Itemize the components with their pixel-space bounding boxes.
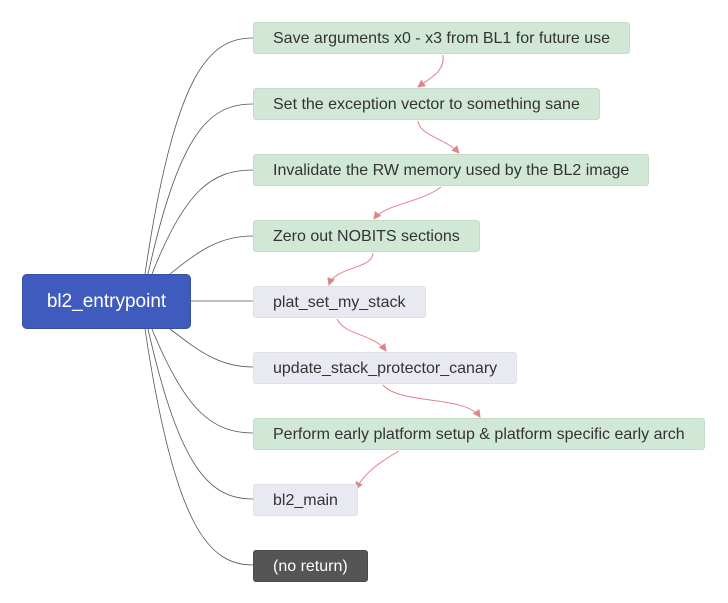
step-bl2-main[interactable]: bl2_main (253, 484, 358, 516)
step-invalidate-rw-memory[interactable]: Invalidate the RW memory used by the BL2… (253, 154, 650, 186)
sequence-arrow-2 (417, 120, 460, 154)
step-plat-set-my-stack[interactable]: plat_set_my_stack (253, 286, 426, 318)
step-set-exception-vector[interactable]: Set the exception vector to something sa… (253, 88, 600, 120)
sequence-arrow-3 (373, 186, 442, 220)
branch-line-2 (147, 103, 254, 275)
branch-line-7 (151, 328, 254, 434)
branch-line-9 (144, 328, 254, 566)
sequence-arrow-5 (336, 318, 387, 352)
branch-line-6 (169, 328, 254, 368)
root-node-bl2-entrypoint[interactable]: bl2_entrypoint (22, 274, 191, 329)
branch-line-1 (144, 37, 254, 275)
step-zero-nobits[interactable]: Zero out NOBITS sections (253, 220, 480, 252)
sequence-arrow-7 (355, 450, 400, 490)
step-early-platform-setup[interactable]: Perform early platform setup & platform … (253, 418, 705, 450)
step-update-stack-protector-canary[interactable]: update_stack_protector_canary (253, 352, 518, 384)
branch-line-3 (151, 169, 254, 275)
step-save-arguments[interactable]: Save arguments x0 - x3 from BL1 for futu… (253, 22, 631, 54)
branch-line-8 (147, 328, 254, 500)
sequence-arrow-6 (382, 384, 481, 418)
step-no-return[interactable]: (no return) (253, 550, 368, 582)
sequence-arrow-4 (327, 252, 374, 286)
sequence-arrow-1 (417, 54, 444, 88)
branch-line-4 (169, 235, 254, 275)
